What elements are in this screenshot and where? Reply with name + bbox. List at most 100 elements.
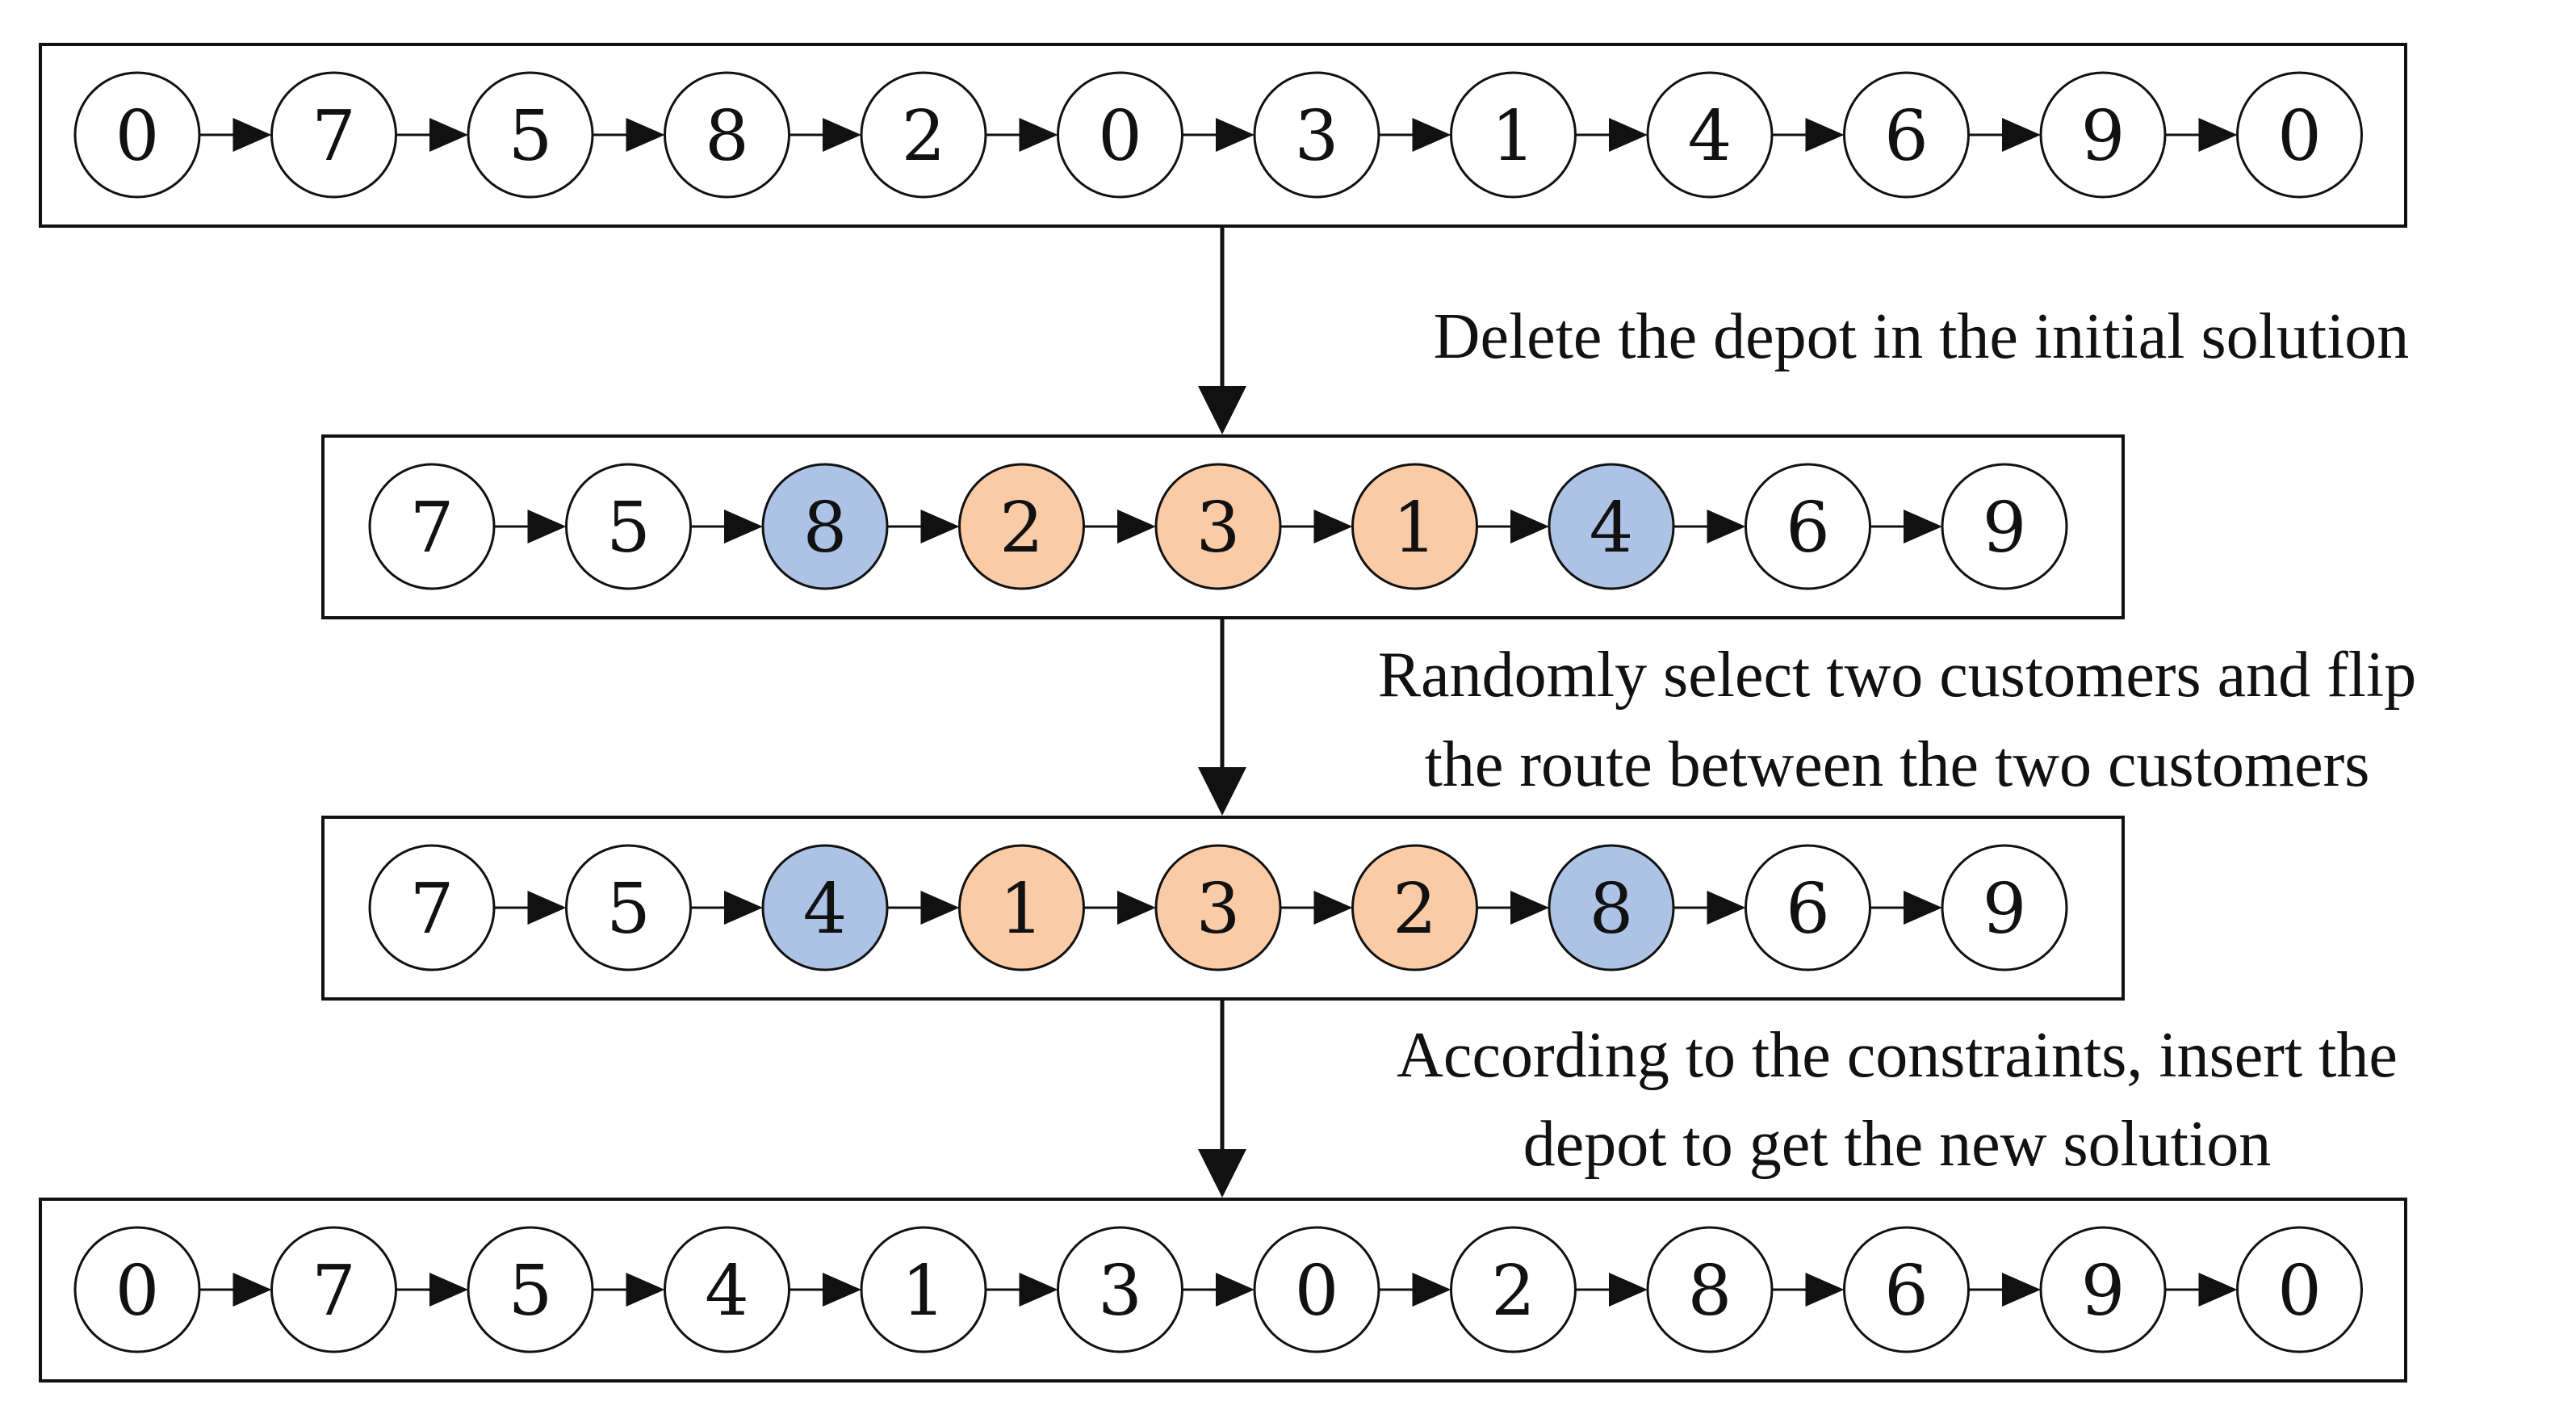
route-arrow [1673, 510, 1746, 543]
route-arrow [1870, 891, 1942, 925]
route-arrow [690, 891, 763, 925]
route-node-label: 1 [999, 869, 1044, 950]
route-node-label: 2 [902, 96, 946, 177]
route-node-label: 4 [1688, 96, 1732, 177]
route-arrow [2165, 118, 2238, 152]
route-arrow [199, 1273, 272, 1307]
route-arrow [396, 118, 468, 152]
step-2-line-1: Randomly select two customers and flip [1378, 640, 2416, 711]
route-node-label: 9 [2081, 96, 2126, 177]
route-node-label: 0 [115, 96, 160, 177]
route-node [1941, 463, 2068, 590]
step-3-line-1: According to the constraints, insert the [1397, 1020, 2398, 1091]
route-node [2236, 71, 2363, 199]
route-node-label: 1 [1491, 96, 1535, 177]
route-node-label: 0 [2277, 1251, 2322, 1332]
step-1-line-1: Delete the depot in the initial solution [1434, 301, 2410, 372]
route-arrow [1280, 891, 1353, 925]
route-node-label: 9 [2081, 1251, 2126, 1332]
route-node-label: 7 [410, 488, 454, 569]
step-2-line-2: the route between the two customers [1425, 729, 2370, 800]
route-node-label: 5 [509, 96, 553, 177]
route-arrow [1083, 891, 1156, 925]
route-arrow [494, 891, 567, 925]
route-node-label: 0 [115, 1251, 160, 1332]
route-arrow [1379, 1273, 1451, 1307]
route-node-label: 5 [606, 869, 651, 950]
route-node-label: 2 [999, 488, 1044, 569]
route-node-label: 4 [1590, 488, 1634, 569]
route-node-label: 3 [1196, 869, 1241, 950]
route-node-label: 3 [1098, 1251, 1142, 1332]
route-arrow [789, 1273, 861, 1307]
route-node-label: 2 [1491, 1251, 1535, 1332]
route-row-4: 0 7 5 4 1 3 0 2 8 6 9 0 [73, 1226, 2363, 1353]
route-arrow [986, 118, 1058, 152]
route-arrow [1575, 1273, 1648, 1307]
route-node-label: 0 [1098, 96, 1142, 177]
route-arrow [1083, 510, 1156, 543]
route-arrow [986, 1273, 1058, 1307]
route-row-1: 0 7 5 8 2 0 3 1 4 6 9 0 [73, 71, 2363, 199]
route-node-label: 3 [1295, 96, 1339, 177]
route-arrow [494, 510, 567, 543]
down-arrow-1 [1198, 228, 1246, 434]
route-node-label: 8 [705, 96, 749, 177]
route-arrow [1772, 1273, 1845, 1307]
route-node-label: 9 [1983, 488, 2027, 569]
step-3-line-2: depot to get the new solution [1523, 1109, 2272, 1180]
route-arrow [593, 1273, 665, 1307]
route-arrow [789, 118, 861, 152]
route-node-label: 4 [705, 1251, 749, 1332]
route-node-label: 4 [803, 869, 848, 950]
route-arrow [1182, 118, 1254, 152]
route-arrow [2165, 1273, 2238, 1307]
route-node-label: 2 [1393, 869, 1437, 950]
route-arrow [1280, 510, 1353, 543]
route-arrow [887, 891, 960, 925]
route-node [2236, 1226, 2363, 1353]
route-node-label: 6 [1884, 96, 1929, 177]
route-arrow [593, 118, 665, 152]
route-arrow [1575, 118, 1648, 152]
route-arrow [1968, 1273, 2041, 1307]
route-row-2: 7 5 8 2 3 1 4 6 9 [368, 463, 2068, 590]
route-arrow [396, 1273, 468, 1307]
route-node-label: 7 [312, 1251, 356, 1332]
row-box-depot-removed [321, 434, 2125, 619]
route-node-label: 0 [1295, 1251, 1339, 1332]
route-node-label: 6 [1786, 488, 1830, 569]
route-node-label: 5 [509, 1251, 553, 1332]
down-arrow-3 [1198, 1001, 1246, 1198]
row-box-initial [39, 43, 2407, 228]
route-arrow [1379, 118, 1451, 152]
route-arrow [199, 118, 272, 152]
route-node-label: 5 [606, 488, 651, 569]
route-arrow [690, 510, 763, 543]
down-arrow-2 [1198, 619, 1246, 816]
route-arrow [1476, 510, 1549, 543]
route-node-label: 0 [2277, 96, 2322, 177]
route-arrow [887, 510, 960, 543]
route-arrow [1772, 118, 1845, 152]
route-arrow [1870, 510, 1942, 543]
route-node-label: 1 [902, 1251, 946, 1332]
route-node-label: 9 [1983, 869, 2027, 950]
row-box-new-solution [39, 1198, 2407, 1383]
route-node-label: 7 [312, 96, 356, 177]
route-node-label: 3 [1196, 488, 1241, 569]
route-node-label: 6 [1786, 869, 1830, 950]
route-node-label: 6 [1884, 1251, 1929, 1332]
row-box-flipped [321, 816, 2125, 1001]
route-arrow [1182, 1273, 1254, 1307]
route-arrow [1673, 891, 1746, 925]
route-node-label: 8 [1688, 1251, 1732, 1332]
route-node-label: 1 [1393, 488, 1437, 569]
route-arrow [1476, 891, 1549, 925]
route-node [1941, 844, 2068, 971]
route-arrow [1968, 118, 2041, 152]
route-node-label: 8 [803, 488, 848, 569]
